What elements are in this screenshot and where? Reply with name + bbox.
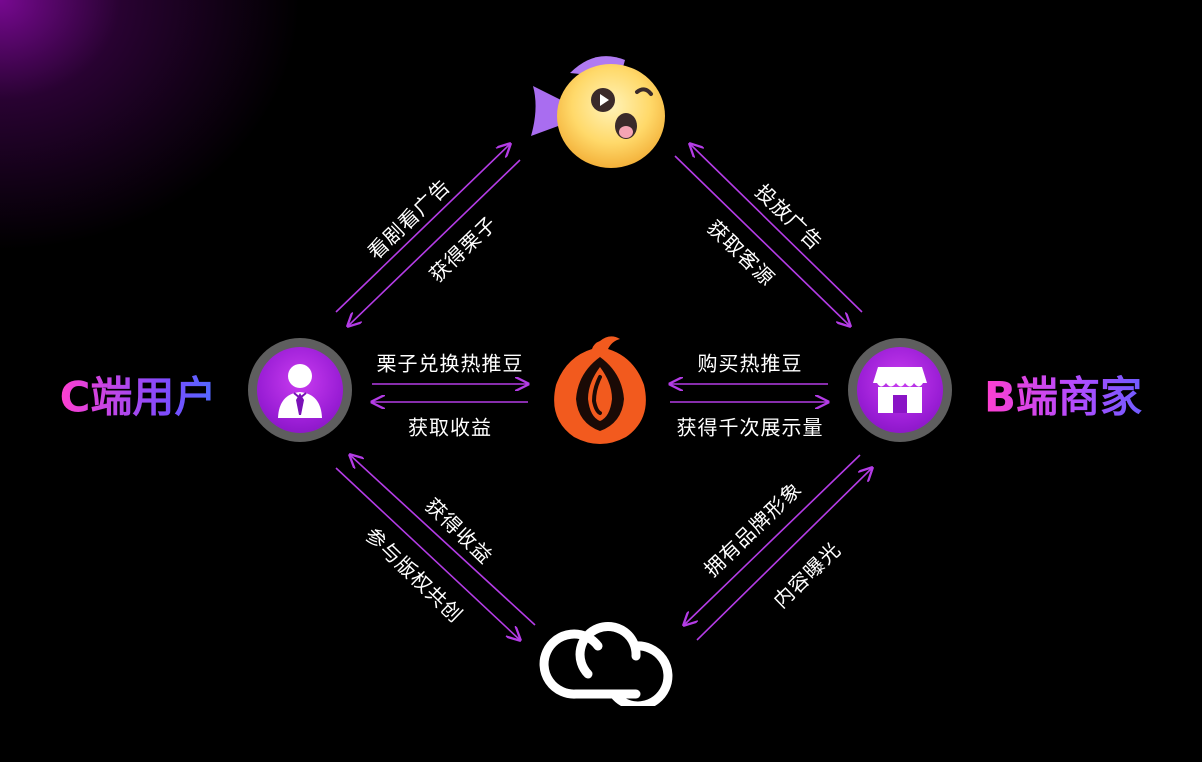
cloud-rings-icon xyxy=(539,621,673,706)
arrow-c-to-cloud xyxy=(335,467,520,640)
b-merchant-title: B端商家 xyxy=(984,364,1142,425)
b-merchant-node xyxy=(848,338,952,442)
c-user-node xyxy=(248,338,352,442)
edge-label-bean-to-c: 获取收益 xyxy=(408,415,492,440)
arrow-cloud-to-c xyxy=(350,455,536,626)
store-icon xyxy=(873,367,927,413)
edge-label-bean-to-b: 获得千次展示量 xyxy=(676,415,824,440)
arrow-cloud-to-b xyxy=(696,468,872,641)
arrow-b-to-fish xyxy=(690,144,863,313)
chestnut-logo-icon xyxy=(554,336,646,444)
edge-label-b-to-bean: 购买热推豆 xyxy=(697,351,803,376)
fish-mascot-icon xyxy=(531,56,665,168)
arrow-b-to-cloud xyxy=(684,454,861,625)
arrow-fish-to-c xyxy=(348,159,521,326)
edge-label-c-to-bean: 栗子兑换热推豆 xyxy=(376,351,524,376)
person-icon xyxy=(278,364,322,418)
c-user-title: C端用户 xyxy=(60,364,217,425)
arrow-fish-to-b xyxy=(674,155,850,326)
arrow-c-to-fish xyxy=(335,144,510,313)
